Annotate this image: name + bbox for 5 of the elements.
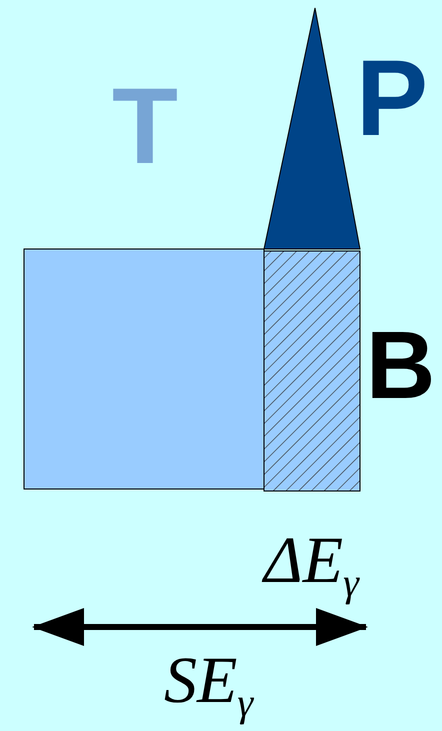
part-label: P: [356, 44, 428, 152]
math-label: ΔE$_{γ}$: [264, 528, 359, 603]
part-label: B: [366, 318, 436, 414]
part-label: T: [112, 72, 178, 180]
math-label: SE$_{γ}$: [164, 648, 254, 723]
